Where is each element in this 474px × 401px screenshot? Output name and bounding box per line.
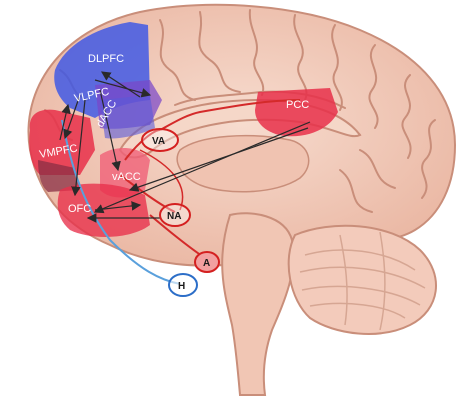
label-pcc: PCC bbox=[286, 99, 309, 111]
arrow-vlpfc-ofc bbox=[71, 99, 86, 197]
connection-arrows bbox=[59, 71, 311, 223]
thalamus bbox=[176, 134, 310, 193]
arrow-pcc-ofc bbox=[93, 121, 311, 214]
cerebellum bbox=[287, 224, 437, 335]
label-h: H bbox=[178, 281, 185, 292]
pathways bbox=[61, 99, 301, 285]
label-a: A bbox=[203, 258, 210, 269]
red-pathway-na bbox=[119, 174, 176, 213]
vmpfc-shadow-region bbox=[38, 160, 80, 192]
arrow-vlpfc-vmpfc bbox=[63, 94, 81, 140]
red-pathway-loop bbox=[139, 149, 184, 211]
brainstem bbox=[221, 212, 295, 396]
na-circle bbox=[159, 203, 191, 227]
label-vacc: vACC bbox=[112, 171, 141, 183]
dacc-region bbox=[100, 95, 155, 139]
amygdala-circle bbox=[194, 251, 220, 273]
label-ofc: OFC bbox=[68, 203, 91, 215]
arrow-pcc-vacc bbox=[128, 127, 309, 192]
label-na: NA bbox=[167, 211, 181, 222]
arrow-ofc-vacc bbox=[94, 201, 142, 211]
va-circle bbox=[141, 128, 179, 152]
arrow-dlpfc-dacc bbox=[94, 79, 152, 98]
label-dlpfc: DLPFC bbox=[88, 53, 124, 65]
red-pathway-va bbox=[124, 99, 301, 161]
arrow-dacc-dlpfc bbox=[100, 71, 141, 98]
arrow-vmpfc-vlpfc bbox=[59, 103, 71, 141]
hippocampus-circle bbox=[168, 273, 198, 297]
label-va: VA bbox=[152, 136, 165, 147]
arrow-dlpfc-vacc bbox=[99, 89, 121, 172]
blue-pathway-hippocampus bbox=[61, 119, 181, 285]
